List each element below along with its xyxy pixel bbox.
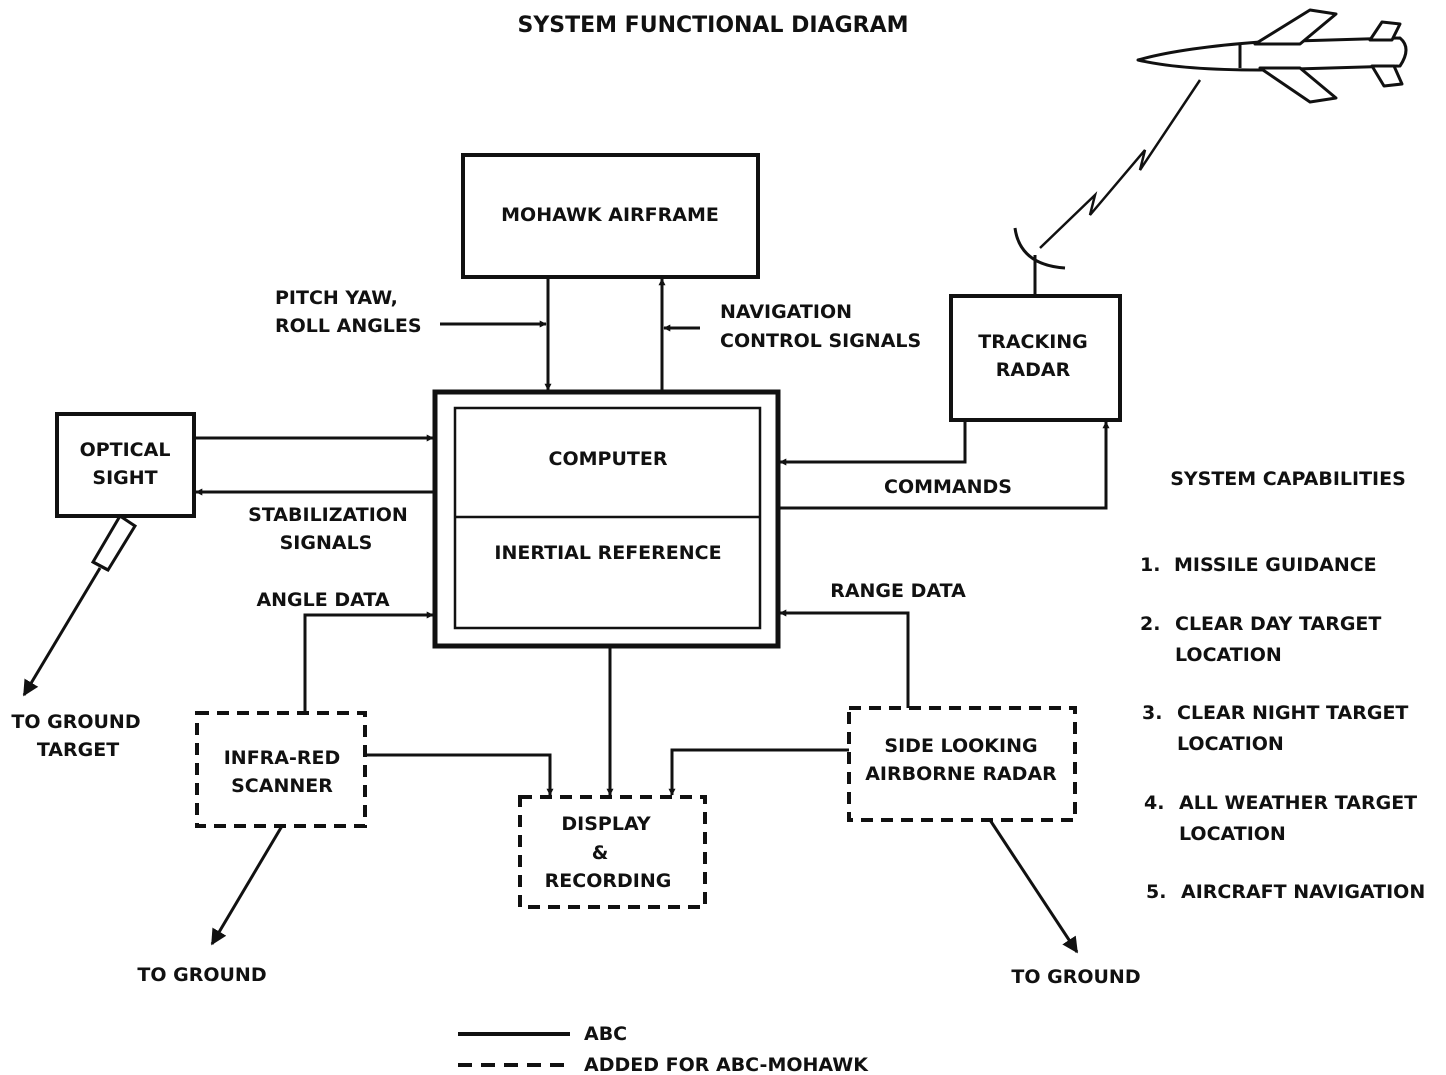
range-data-label: RANGE DATA — [830, 580, 966, 602]
angle-data-label: ANGLE DATA — [256, 589, 389, 611]
display-label-3: RECORDING — [545, 870, 672, 892]
to-ground-target-label-2: TARGET — [37, 739, 119, 761]
to-ground-right-label: TO GROUND — [1011, 966, 1140, 988]
display-recording-block: DISPLAY & RECORDING — [518, 795, 707, 909]
missile-icon — [1136, 8, 1408, 104]
tracking-radar-label-1: TRACKING — [978, 331, 1088, 353]
capability-5-line-1: AIRCRAFT NAVIGATION — [1181, 881, 1425, 903]
optical-sight-label-2: SIGHT — [92, 467, 157, 489]
capability-2-line-2: LOCATION — [1175, 644, 1282, 666]
capability-3-num: 3. — [1142, 702, 1162, 724]
infra-red-label-2: SCANNER — [231, 775, 333, 797]
pitch-label-2: ROLL ANGLES — [275, 315, 422, 337]
connectors — [22, 277, 1110, 954]
infra-red-label-1: INFRA-RED — [224, 747, 341, 769]
capability-4-num: 4. — [1144, 792, 1164, 814]
capability-4-line-2: LOCATION — [1179, 823, 1286, 845]
capability-1-line-1: MISSILE GUIDANCE — [1174, 554, 1377, 576]
tracking-radar-label-2: RADAR — [996, 359, 1071, 381]
display-label-2: & — [592, 842, 609, 864]
mohawk-airframe-block: MOHAWK AIRFRAME — [461, 153, 760, 279]
legend-solid-label: ABC — [584, 1023, 627, 1045]
infra-red-scanner-block: INFRA-RED SCANNER — [195, 711, 367, 828]
capability-1-num: 1. — [1140, 554, 1160, 576]
radar-dish-icon — [1013, 227, 1066, 270]
commands-label: COMMANDS — [884, 476, 1012, 498]
navigation-label-1: NAVIGATION — [720, 301, 852, 323]
computer-label: COMPUTER — [549, 448, 668, 470]
slar-block: SIDE LOOKING AIRBORNE RADAR — [847, 706, 1077, 822]
capability-2-line-1: CLEAR DAY TARGET — [1175, 613, 1381, 635]
airframe-label: MOHAWK AIRFRAME — [501, 204, 719, 226]
to-ground-left-label: TO GROUND — [137, 964, 266, 986]
computer-block: COMPUTER INERTIAL REFERENCE — [432, 389, 781, 649]
navigation-label-2: CONTROL SIGNALS — [720, 330, 921, 352]
tracking-radar-block: TRACKING RADAR — [949, 294, 1122, 422]
stabilization-label-2: SIGNALS — [280, 532, 373, 554]
display-label-1: DISPLAY — [561, 813, 650, 835]
diagram-title: SYSTEM FUNCTIONAL DIAGRAM — [517, 13, 908, 38]
capability-2-num: 2. — [1140, 613, 1160, 635]
capability-3-line-1: CLEAR NIGHT TARGET — [1177, 702, 1408, 724]
stabilization-label-1: STABILIZATION — [248, 504, 408, 526]
slar-label-1: SIDE LOOKING — [884, 735, 1037, 757]
capability-5-num: 5. — [1146, 881, 1166, 903]
to-ground-target-label-1: TO GROUND — [11, 711, 140, 733]
slar-label-2: AIRBORNE RADAR — [865, 763, 1057, 785]
legend-dashed-label: ADDED FOR ABC-MOHAWK — [584, 1054, 869, 1075]
radio-link — [1039, 79, 1202, 249]
legend: ABC ADDED FOR ABC-MOHAWK — [458, 1023, 869, 1075]
optical-sight-block: OPTICAL SIGHT — [55, 412, 196, 572]
capabilities-heading: SYSTEM CAPABILITIES — [1170, 468, 1406, 490]
capabilities-list: SYSTEM CAPABILITIES 1. MISSILE GUIDANCE … — [1140, 468, 1425, 903]
capability-3-line-2: LOCATION — [1177, 733, 1284, 755]
inertial-reference-label: INERTIAL REFERENCE — [494, 542, 721, 564]
capability-4-line-1: ALL WEATHER TARGET — [1179, 792, 1417, 814]
pitch-label-1: PITCH YAW, — [275, 287, 398, 309]
optical-sight-label-1: OPTICAL — [80, 439, 171, 461]
